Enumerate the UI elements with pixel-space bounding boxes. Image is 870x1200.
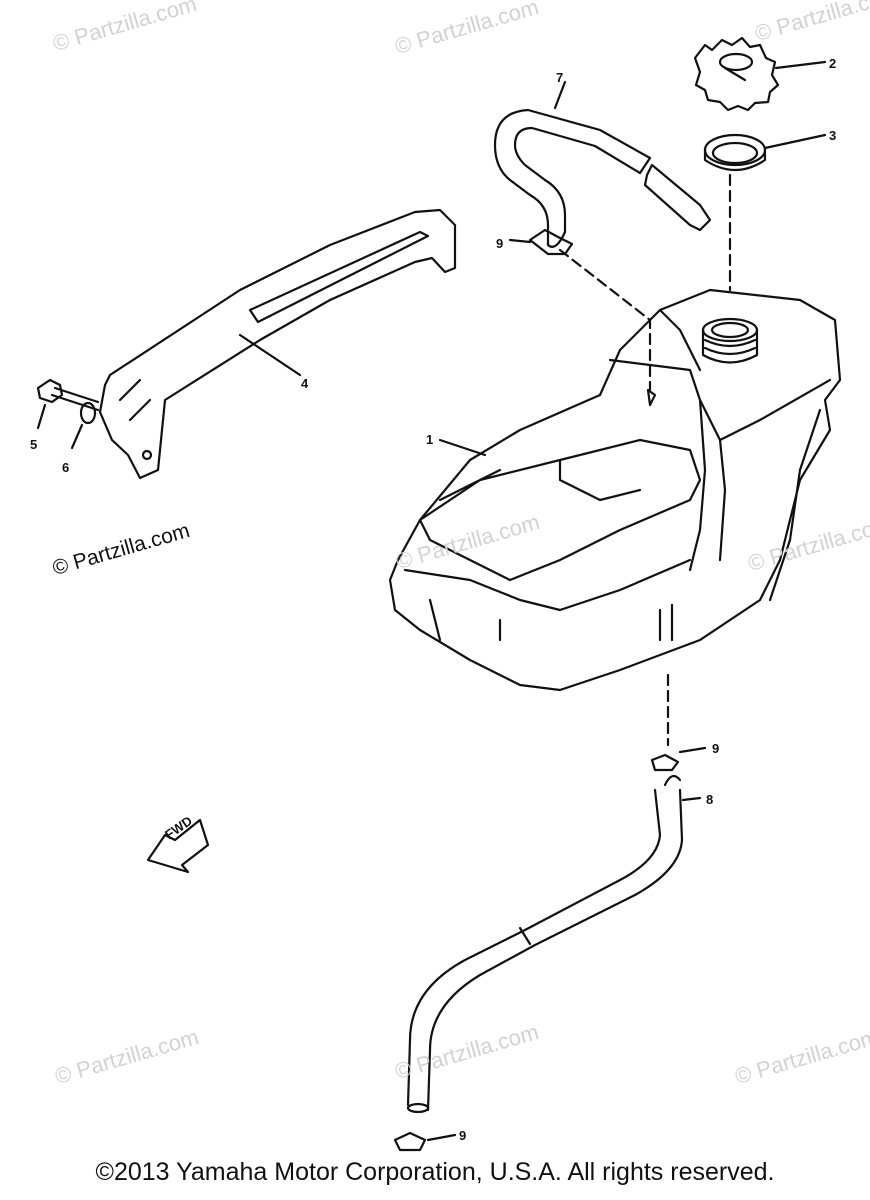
hose-clip-part-9-upper [508,228,574,256]
callout-part-6: 6 [62,460,70,475]
forward-arrow-icon [146,818,210,874]
callout-part-9: 9 [712,741,720,756]
callout-part-3: 3 [829,128,837,143]
callout-part-8: 8 [706,792,714,807]
fuel-cap-part-2 [693,36,827,112]
bolt-part-5 [36,378,100,430]
hose-clip-part-9-lower [393,1131,457,1152]
callout-part-7: 7 [556,70,564,85]
copyright-notice: ©2013 Yamaha Motor Corporation, U.S.A. A… [95,1158,775,1186]
callout-part-1: 1 [426,432,434,447]
callout-part-5: 5 [30,437,38,452]
leader-part-1 [438,438,487,457]
callout-part-2: 2 [829,56,837,71]
bracket-part-4 [98,208,457,480]
fuel-tank-part-1 [388,173,842,692]
callout-part-9: 9 [459,1128,467,1143]
hose-clip-part-9-middle [650,673,707,772]
drain-hose-part-8 [406,774,702,1114]
assembly-guide-line [558,248,652,392]
callout-part-9: 9 [496,236,504,251]
callout-part-4: 4 [301,376,309,391]
breather-hose-part-7 [493,80,712,248]
gasket-part-3 [703,133,827,171]
washer-part-6 [70,401,97,450]
